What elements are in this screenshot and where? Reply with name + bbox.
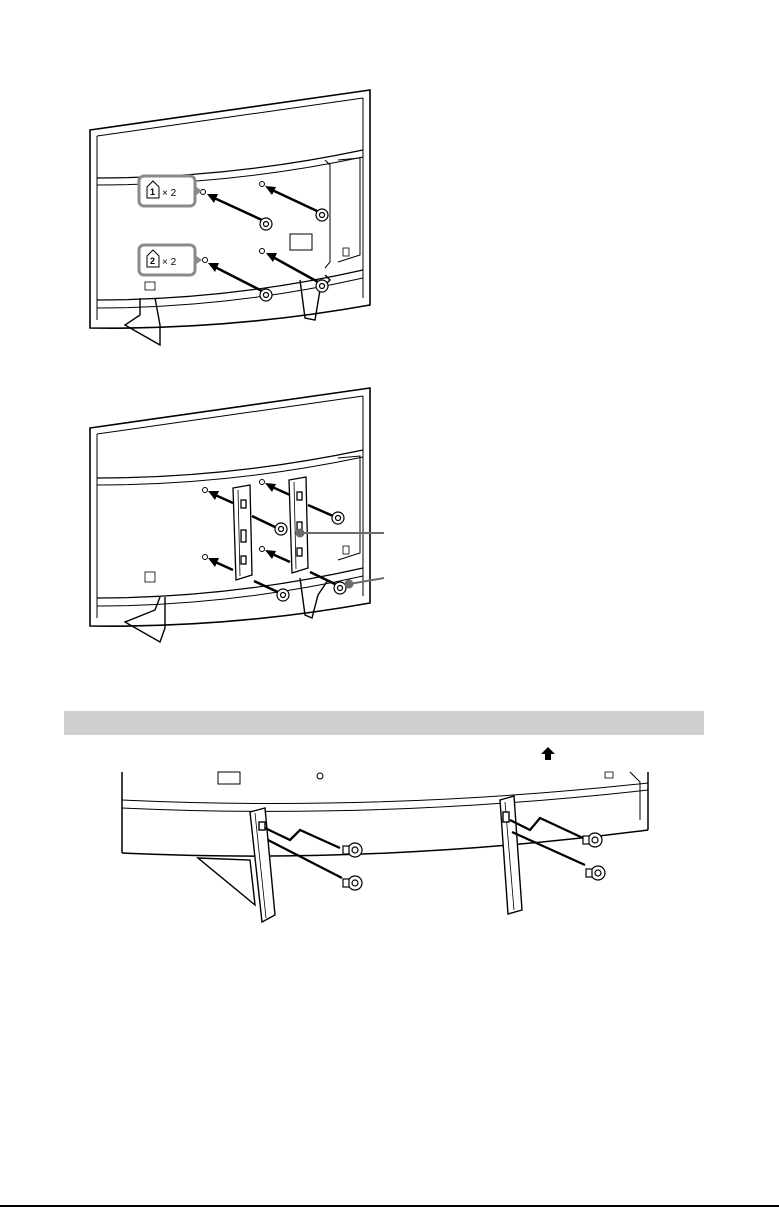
screw-icon [343, 833, 605, 890]
callout-1-number: 1 [150, 187, 155, 197]
tv-bottom-view [122, 772, 648, 856]
section-banner [64, 711, 704, 735]
callout-2-multiplier: × 2 [162, 257, 177, 268]
callout-screw-2: 2 × 2 [139, 245, 202, 275]
callout-screw-1: 1 × 2 [139, 176, 202, 206]
callout-1-multiplier: × 2 [162, 188, 177, 199]
up-arrow-icon [541, 747, 555, 760]
page-bottom-rule [0, 1205, 779, 1207]
screw-arrows-3 [265, 818, 585, 878]
stand-leg [198, 796, 522, 922]
callout-2-number: 2 [150, 256, 155, 266]
